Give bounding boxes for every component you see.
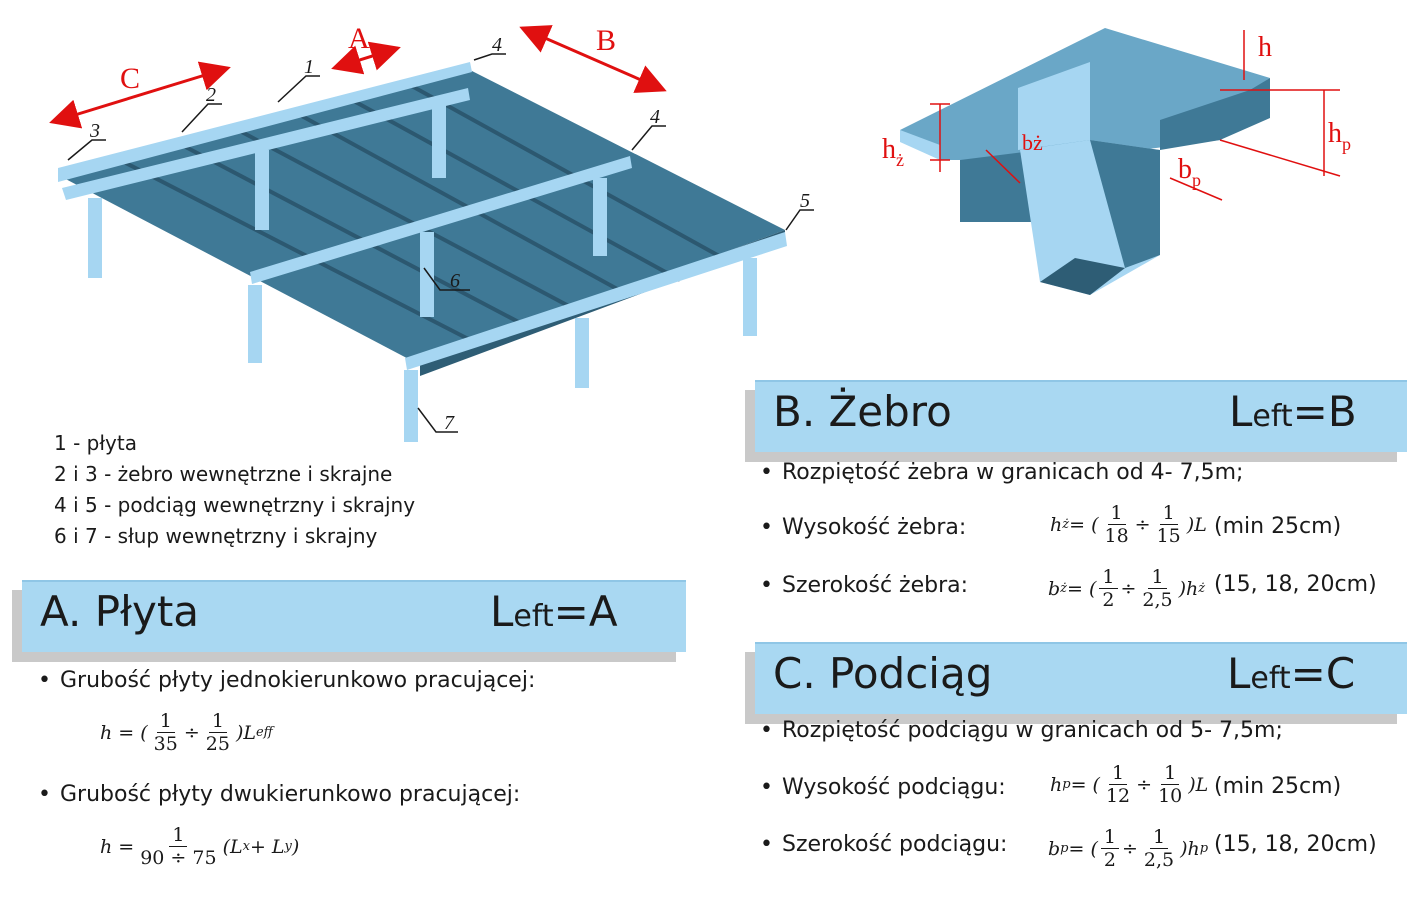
columns [88,98,757,442]
legend-item: 4 i 5 - podciąg wewnętrzny i skrajny [54,493,416,517]
section-c-banner: C. Podciąg Left=C [745,642,1407,724]
section-a-leff: Left=A [490,587,618,636]
rib-girder-section-illustration: h hp hż bż bp [882,28,1351,295]
section-b-bullet-2: •Wysokość żebra: [760,515,967,540]
section-a-banner: A. Płyta Left=A [12,580,686,662]
section-rib [960,150,1040,222]
edge-rib [58,62,472,182]
part-label-4a: 4 [492,34,502,56]
section-c-leff: Left=C [1227,649,1356,698]
part-label-2: 2 [206,84,216,106]
legend-item: 2 i 3 - żebro wewnętrzne i skrajne [54,462,393,486]
part-label-4b: 4 [650,106,660,128]
section-b-bullet-1: •Rozpiętość żebra w granicach od 4- 7,5m… [760,460,1244,485]
section-a-bullet-1: •Grubość płyty jednokierunkowo pracujące… [38,668,536,693]
section-a-bullet-2: •Grubość płyty dwukierunkowo pracującej: [38,782,521,807]
legend-item: 1 - płyta [54,431,137,455]
section-b-note-width: (15, 18, 20cm) [1214,572,1377,597]
section-c-title: C. Podciąg [773,649,993,698]
section-label-h: h [1258,32,1272,63]
section-c-note-width: (15, 18, 20cm) [1214,832,1377,857]
dim-label-b: B [596,24,616,57]
part-label-6: 6 [450,270,460,292]
section-a-title: A. Płyta [40,587,200,636]
section-b-title: B. Żebro [773,387,952,436]
section-label-bz: bż [1022,130,1043,155]
section-b-note-height: (min 25cm) [1214,514,1342,539]
section-label-hz: hż [882,134,904,170]
parts-legend: 1 - płyta 2 i 3 - żebro wewnętrzne i skr… [54,428,415,552]
part-label-3: 3 [89,120,100,142]
section-c-bullet-2: •Wysokość podciągu: [760,775,1006,800]
girder-back [62,88,470,200]
part-label-7: 7 [444,412,455,434]
section-c-note-height: (min 25cm) [1214,774,1342,799]
dim-arrow-a [331,41,401,75]
dim-arrow-b [519,25,667,93]
slab-plate [58,70,785,365]
dim-label-c: C [120,62,140,95]
girder-front [405,232,787,370]
section-label-hp: hp [1328,118,1351,154]
section-b-leff: Left=B [1229,387,1357,436]
section-c-bullet-3: •Szerokość podciągu: [760,832,1008,857]
part-label-5: 5 [800,190,810,212]
section-b-banner: B. Żebro Left=B [745,380,1407,462]
legend-item: 6 i 7 - słup wewnętrzny i skrajny [54,524,378,548]
dim-arrow-c [49,61,231,129]
girder-middle [250,156,632,284]
slab-floor-3d-illustration: C A B 1 2 3 4 4 5 6 7 [49,22,814,442]
section-c-bullet-1: •Rozpiętość podciągu w granicach od 5- 7… [760,718,1283,743]
dim-label-a: A [348,22,370,55]
section-b-bullet-3: •Szerokość żebra: [760,573,969,598]
section-label-bp: bp [1178,154,1201,190]
part-label-1: 1 [304,56,314,78]
